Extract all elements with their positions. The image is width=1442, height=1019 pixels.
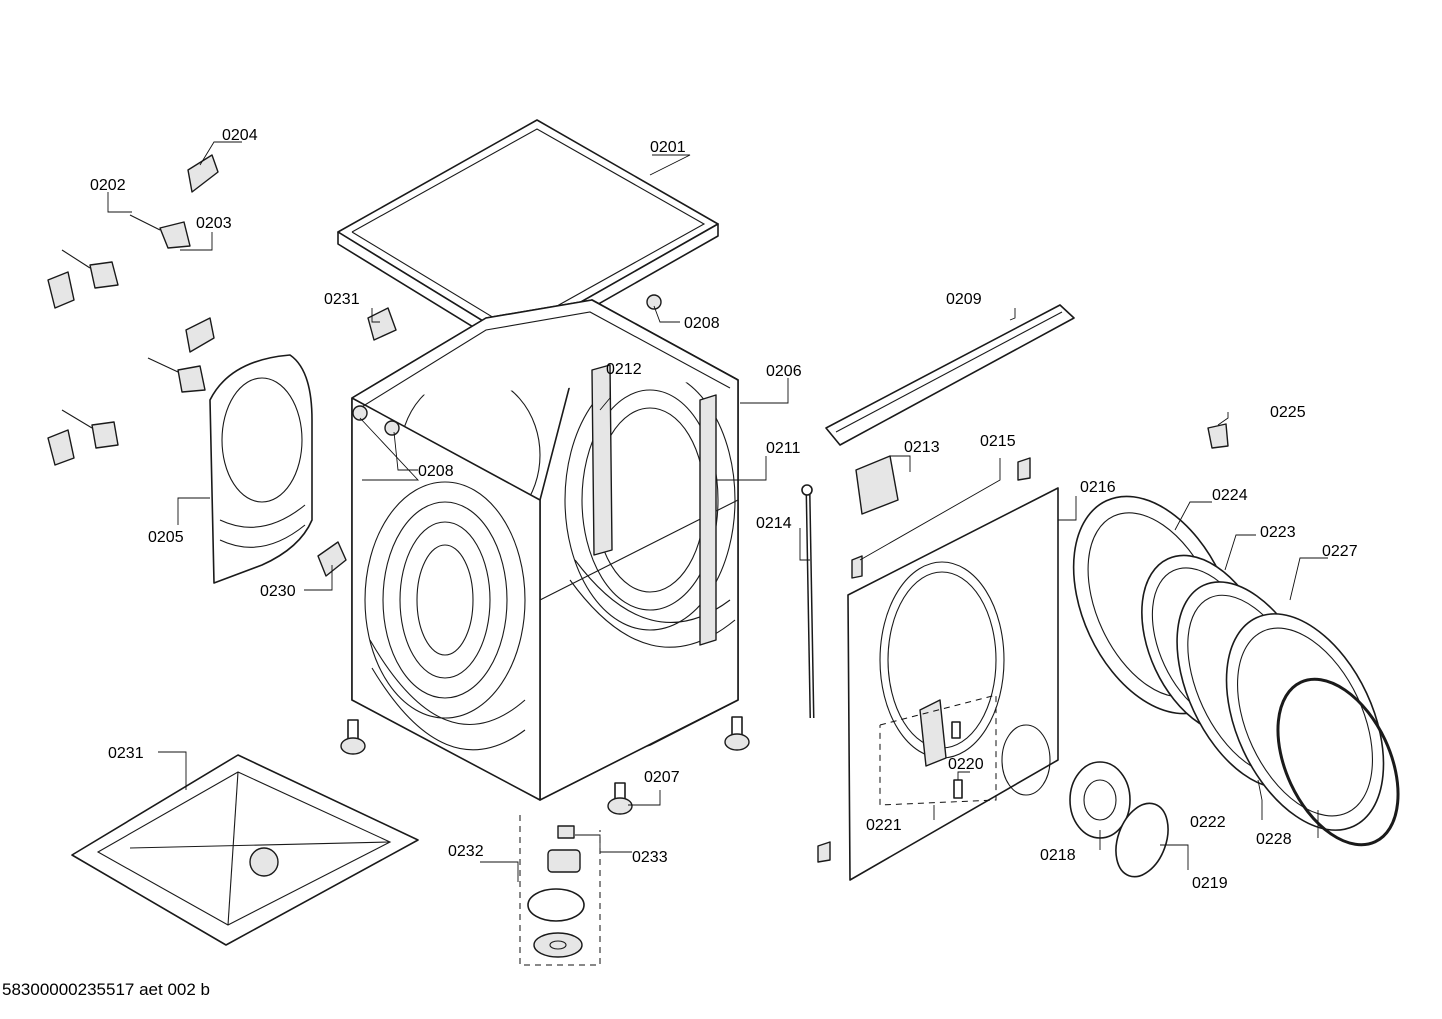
pump-assembly-part (519, 815, 601, 966)
label-0233: 0233 (632, 849, 668, 866)
label-0206: 0206 (766, 363, 802, 380)
label-0221: 0221 (866, 817, 902, 834)
label-0222: 0222 (1190, 814, 1226, 831)
label-0201: 0201 (650, 139, 686, 156)
clip-0230-part (317, 541, 347, 577)
part-number-labels: 0201 0202 0203 0204 0205 0206 0207 0208 … (90, 127, 1358, 892)
label-0208-a: 0208 (684, 315, 720, 332)
label-0216: 0216 (1080, 479, 1116, 496)
feet-parts (340, 716, 750, 815)
label-0202: 0202 (90, 177, 126, 194)
cover-0219-part (1115, 802, 1169, 878)
label-0225: 0225 (1270, 404, 1306, 421)
base-plate-part (71, 754, 419, 946)
label-0219: 0219 (1192, 875, 1228, 892)
label-0232: 0232 (448, 843, 484, 860)
label-0203: 0203 (196, 215, 232, 232)
label-0208-b: 0208 (418, 463, 454, 480)
label-0211: 0211 (766, 440, 801, 457)
module-0213-part (855, 455, 899, 515)
label-0204: 0204 (222, 127, 258, 144)
label-0218: 0218 (1040, 847, 1076, 864)
leader-lines (107, 141, 1328, 882)
label-0231-top: 0231 (324, 291, 360, 308)
rear-panel-part (209, 354, 313, 584)
hinge-bolt-parts (47, 154, 219, 466)
label-0231-bottom: 0231 (108, 745, 144, 762)
clip-0225-part (1207, 423, 1229, 449)
label-0223: 0223 (1260, 524, 1296, 541)
label-0207: 0207 (644, 769, 680, 786)
label-0209: 0209 (946, 291, 982, 308)
label-0228: 0228 (1256, 831, 1292, 848)
label-0212: 0212 (606, 361, 642, 378)
door-rings-part (1072, 495, 1400, 847)
cabinet-frame-part (351, 294, 739, 801)
label-0213: 0213 (904, 439, 940, 456)
label-0215: 0215 (980, 433, 1016, 450)
drawing-reference-number: 58300000235517 aet 002 b (2, 980, 210, 999)
front-panel-part (817, 457, 1059, 881)
label-0224: 0224 (1212, 487, 1248, 504)
label-0205: 0205 (148, 529, 184, 546)
cross-bar-part (825, 304, 1075, 446)
label-0230: 0230 (260, 583, 296, 600)
label-0214: 0214 (756, 515, 792, 532)
label-0220: 0220 (948, 756, 984, 773)
label-0227: 0227 (1322, 543, 1358, 560)
rod-0214-part (801, 484, 815, 719)
bracket-0231-part (367, 307, 397, 341)
